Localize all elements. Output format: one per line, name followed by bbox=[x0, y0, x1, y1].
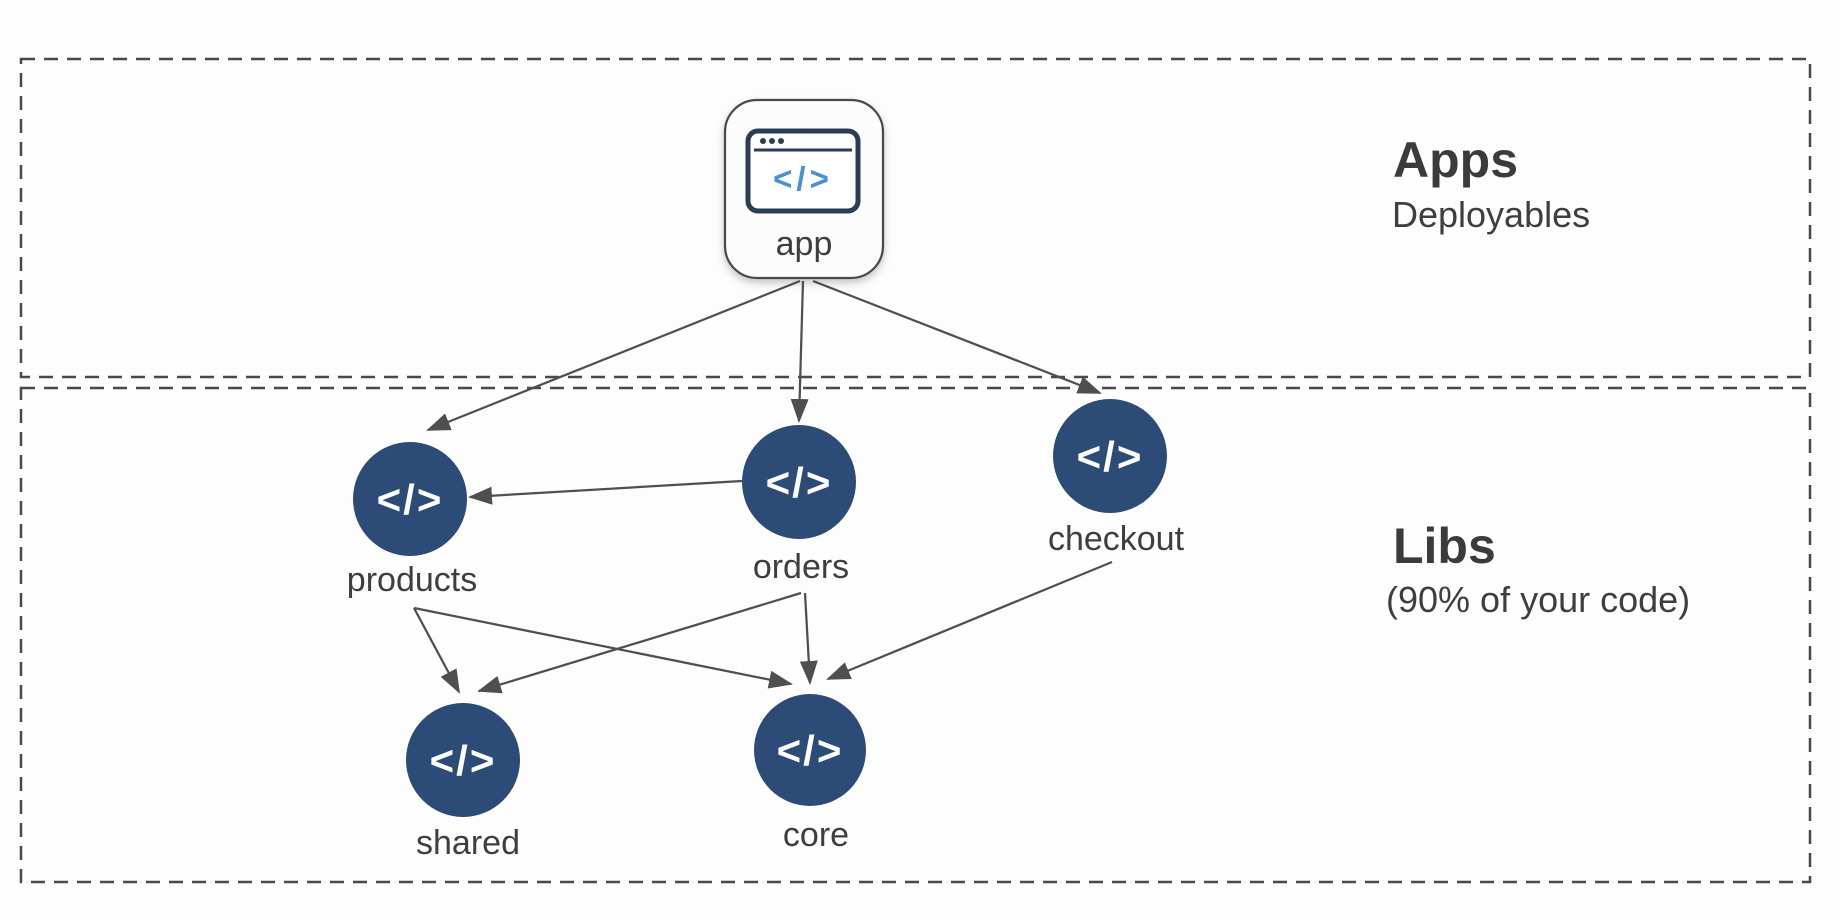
browser-dot-icon bbox=[769, 138, 775, 144]
node-shared-label: shared bbox=[416, 824, 520, 862]
node-checkout-label: checkout bbox=[1048, 520, 1185, 558]
edge-orders-products bbox=[468, 479, 743, 505]
apps-section-subtitle: Deployables bbox=[1392, 194, 1590, 235]
libs-section-box bbox=[19, 386, 1812, 884]
apps-section-title: Apps bbox=[1393, 132, 1518, 188]
browser-dot-icon bbox=[760, 138, 766, 144]
node-products-circle bbox=[353, 442, 467, 556]
edge-app-products bbox=[426, 279, 801, 432]
edge-checkout-core bbox=[826, 560, 1113, 681]
code-icon: </> bbox=[766, 459, 833, 506]
edge-orders-shared bbox=[477, 591, 802, 694]
edge-orders-core bbox=[799, 592, 818, 685]
node-products-label: products bbox=[347, 561, 477, 599]
node-checkout-circle bbox=[1053, 399, 1167, 513]
node-shared-circle bbox=[406, 703, 520, 817]
edge-products-shared bbox=[413, 607, 460, 694]
node-app: </> app bbox=[723, 98, 885, 280]
node-core-label: core bbox=[783, 816, 849, 854]
node-orders-label: orders bbox=[753, 548, 849, 586]
edge-products-core bbox=[413, 606, 793, 689]
node-core-circle bbox=[754, 694, 866, 806]
apps-section-box bbox=[19, 57, 1812, 379]
code-icon: </> bbox=[777, 727, 844, 774]
edge-app-checkout bbox=[812, 279, 1102, 395]
node-core: </> core bbox=[754, 694, 866, 854]
libs-section-subtitle: (90% of your code) bbox=[1386, 579, 1690, 620]
node-orders: </> orders bbox=[742, 425, 856, 586]
code-icon: </> bbox=[1077, 433, 1144, 480]
node-products: </> products bbox=[347, 442, 477, 599]
libs-section-title: Libs bbox=[1393, 518, 1496, 574]
node-app-label: app bbox=[776, 225, 833, 263]
browser-window-icon: </> bbox=[745, 128, 861, 214]
edge-app-orders bbox=[790, 280, 809, 423]
browser-dot-icon bbox=[778, 138, 784, 144]
edges-layer bbox=[413, 279, 1113, 694]
node-shared: </> shared bbox=[406, 703, 520, 862]
code-icon: </> bbox=[773, 160, 833, 197]
code-icon: </> bbox=[430, 737, 497, 784]
code-icon: </> bbox=[377, 476, 444, 523]
node-orders-circle bbox=[742, 425, 856, 539]
node-checkout: </> checkout bbox=[1048, 399, 1185, 558]
